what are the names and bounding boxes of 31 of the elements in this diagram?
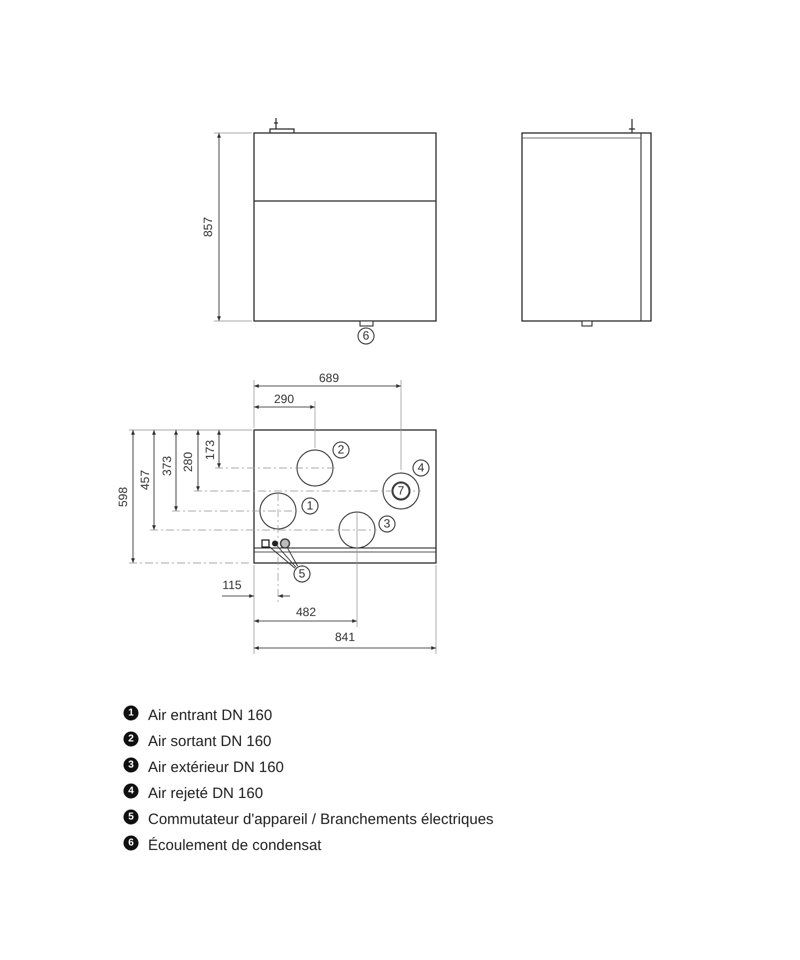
callout-number: 5 (124, 810, 138, 824)
dimension-label: 841 (334, 630, 356, 644)
legend-item: Écoulement de condensat (148, 837, 322, 855)
callout-number: 5 (294, 566, 310, 582)
callout-number: 4 (124, 784, 138, 798)
legend-item: Air extérieur DN 160 (148, 759, 284, 777)
legend-item: Air rejeté DN 160 (148, 785, 264, 803)
dimension-label: 689 (318, 371, 340, 385)
dimension-label: 290 (274, 392, 294, 406)
callout-number: 3 (124, 758, 138, 772)
callout-number: 6 (358, 328, 374, 344)
square-terminal (261, 539, 270, 548)
dimension-label: 115 (222, 578, 242, 592)
callout-number: 2 (124, 732, 138, 746)
dimension-label: 457 (138, 470, 152, 490)
leader-line (287, 548, 298, 567)
legend-item: Air entrant DN 160 (148, 707, 272, 725)
dimension-label: 857 (201, 216, 215, 238)
leader-line (276, 545, 296, 568)
dimension-label: 173 (203, 440, 217, 460)
callout-number: 1 (124, 706, 138, 720)
dimension-label: 280 (181, 452, 195, 472)
leader-line (268, 546, 296, 569)
callout-number: 6 (124, 836, 138, 850)
legend-item: Commutateur d'appareil / Branchements électriques (148, 811, 494, 829)
dimension-label: 598 (116, 486, 130, 508)
dimension-label: 482 (296, 605, 316, 619)
legend-item: Air sortant DN 160 (148, 733, 272, 751)
dimension-label: 373 (160, 456, 174, 476)
cable-gland (280, 538, 290, 549)
round-terminal (272, 540, 278, 546)
